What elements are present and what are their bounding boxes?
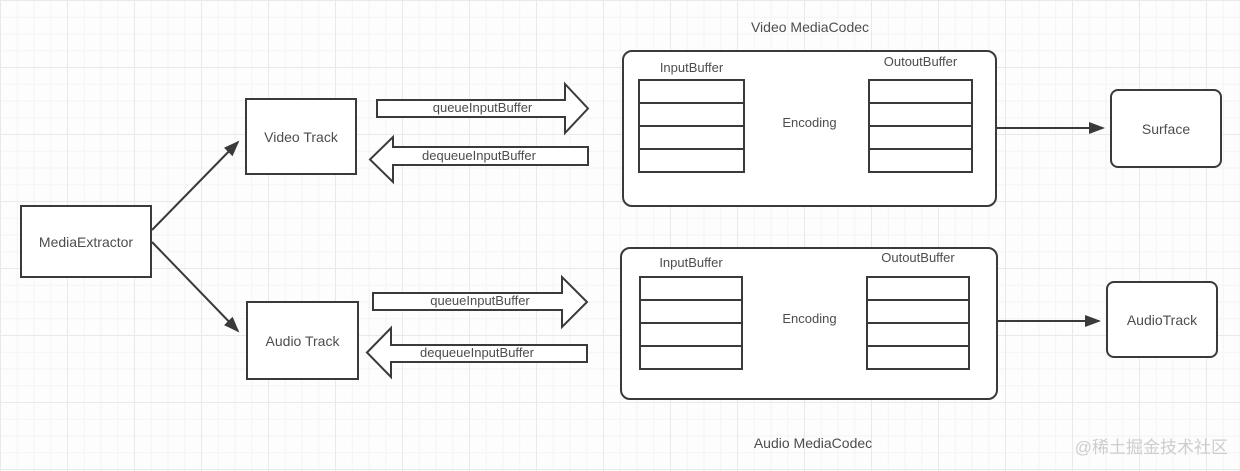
buffer-slot xyxy=(641,301,741,324)
buffer-slot xyxy=(870,150,971,171)
audio-encoding-label: Encoding xyxy=(782,311,837,326)
watermark-text: @稀土掘金技术社区 xyxy=(1074,438,1228,457)
audio-input-buffer-table xyxy=(639,276,743,370)
buffer-slot xyxy=(868,347,968,368)
audiotrack-output-node: AudioTrack xyxy=(1106,281,1218,358)
audio-queue-input-buffer-label: queueInputBuffer xyxy=(430,293,530,308)
buffer-slot xyxy=(868,278,968,301)
buffer-slot xyxy=(640,104,743,127)
audiotrack-output-label: AudioTrack xyxy=(1126,311,1198,328)
buffer-slot xyxy=(641,347,741,368)
edge-extractor-to-audio-track xyxy=(151,241,240,333)
buffer-slot xyxy=(868,301,968,324)
audio-track-label: Audio Track xyxy=(265,332,340,349)
queue-input-buffer-block-arrow-audio xyxy=(372,274,589,330)
surface-label: Surface xyxy=(1141,120,1191,137)
buffer-slot xyxy=(870,104,971,127)
video-output-buffer-table xyxy=(868,79,973,173)
queue-input-buffer-block-arrow-video xyxy=(376,81,590,136)
video-queue-input-buffer-label: queueInputBuffer xyxy=(432,100,533,115)
buffer-slot xyxy=(870,127,971,150)
dequeue-input-buffer-block-arrow-audio xyxy=(365,325,588,380)
media-extractor-node: MediaExtractor xyxy=(20,205,152,278)
edge-extractor-to-video-track xyxy=(151,140,240,231)
dequeue-input-buffer-block-arrow-video xyxy=(368,134,589,185)
surface-node: Surface xyxy=(1110,89,1222,168)
buffer-slot xyxy=(640,150,743,171)
video-track-node: Video Track xyxy=(245,98,357,175)
video-dequeue-input-buffer-label: dequeueInputBuffer xyxy=(422,148,536,163)
video-output-buffer-label: OutoutBuffer xyxy=(883,54,958,69)
buffer-slot xyxy=(641,324,741,347)
buffer-slot xyxy=(641,278,741,301)
buffer-slot xyxy=(870,81,971,104)
audio-output-buffer-table xyxy=(866,276,970,370)
video-track-label: Video Track xyxy=(264,128,338,145)
buffer-slot xyxy=(640,127,743,150)
buffer-slot xyxy=(868,324,968,347)
video-input-buffer-label: InputBuffer xyxy=(659,60,724,75)
media-extractor-label: MediaExtractor xyxy=(38,233,134,250)
audio-dequeue-input-buffer-label: dequeueInputBuffer xyxy=(420,345,534,360)
audio-codec-title: Audio MediaCodec xyxy=(753,435,873,451)
video-codec-title: Video MediaCodec xyxy=(750,19,870,35)
buffer-slot xyxy=(640,81,743,104)
audio-output-buffer-label: OutoutBuffer xyxy=(881,250,955,265)
video-encoding-label: Encoding xyxy=(782,115,837,130)
video-input-buffer-table xyxy=(638,79,745,173)
audio-input-buffer-label: InputBuffer xyxy=(659,255,723,270)
audio-track-node: Audio Track xyxy=(246,301,359,380)
